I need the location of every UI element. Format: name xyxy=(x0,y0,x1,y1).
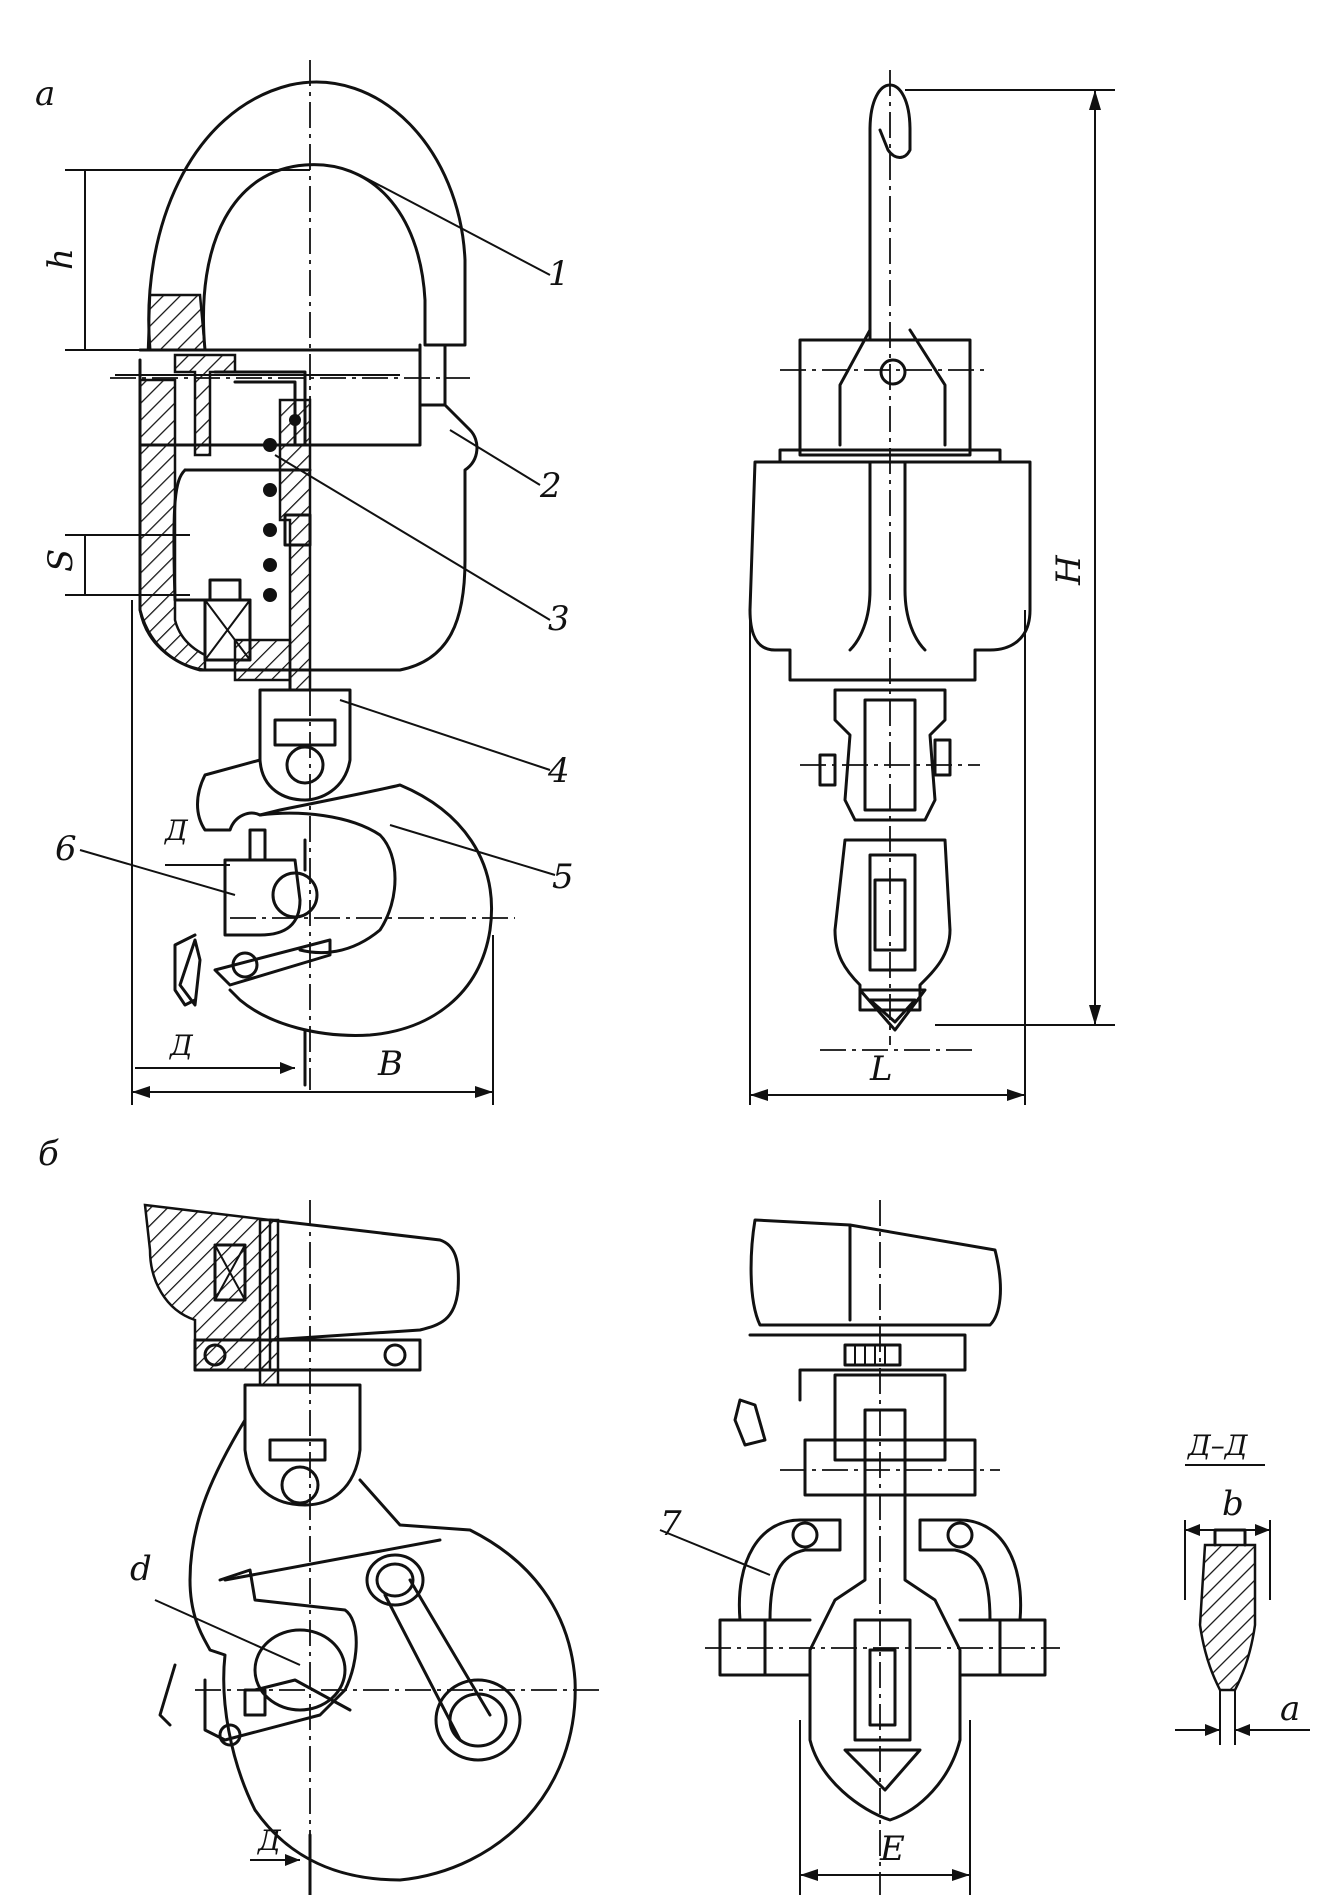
dim-a-label: a xyxy=(1280,1689,1300,1729)
dim-d-label: d xyxy=(130,1549,152,1589)
callout-4: 4 xyxy=(547,751,570,791)
lifting-loop xyxy=(147,80,467,352)
body-left-wall-hatch xyxy=(138,378,207,672)
view-b-hook xyxy=(188,1418,577,1882)
view-a-front xyxy=(110,60,515,1090)
callout-6: 6 xyxy=(55,829,77,869)
dim-B-label: B xyxy=(377,1044,403,1084)
section-dd xyxy=(1175,1464,1310,1745)
callout-1: 1 xyxy=(548,254,570,294)
section-profile xyxy=(1198,1543,1257,1692)
side-scale-body xyxy=(748,460,1032,682)
section-title: Д–Д xyxy=(1186,1429,1249,1462)
dim-L-label: L xyxy=(869,1049,893,1089)
view-b-label: б xyxy=(38,1134,59,1174)
callout-2: 2 xyxy=(539,466,562,506)
view-a-leaders xyxy=(79,174,556,896)
view-b-side xyxy=(705,1200,1060,1895)
section-mark-lower: Д xyxy=(168,1029,194,1062)
callout-3: 3 xyxy=(548,599,570,639)
view-b-side-dimensions xyxy=(659,1529,971,1895)
safety-latch xyxy=(223,858,302,937)
view-b-front xyxy=(143,1200,605,1895)
hook xyxy=(196,758,493,1037)
dim-b-label: b xyxy=(1222,1484,1244,1524)
bail xyxy=(737,1518,1023,1622)
view-a-dimensions xyxy=(65,169,494,1105)
callout-5: 5 xyxy=(552,857,574,897)
dim-H-label: H xyxy=(1049,554,1089,586)
dim-h-label: h xyxy=(41,248,81,270)
view-a-side-dimensions xyxy=(749,89,1115,1105)
section-mark-upper: Д xyxy=(163,814,189,847)
hook-block xyxy=(258,688,352,802)
dim-E-label: E xyxy=(879,1829,905,1869)
dim-s-label: S xyxy=(41,549,81,572)
section-mark-view-b: Д xyxy=(256,1824,282,1857)
view-a-label: а xyxy=(35,74,55,114)
loop-section-hatch xyxy=(146,293,207,352)
side-lifting-loop xyxy=(868,83,912,342)
view-a-side xyxy=(748,70,1032,1051)
view-b-front-dimensions xyxy=(154,1599,312,1895)
callout-7: 7 xyxy=(660,1504,682,1544)
